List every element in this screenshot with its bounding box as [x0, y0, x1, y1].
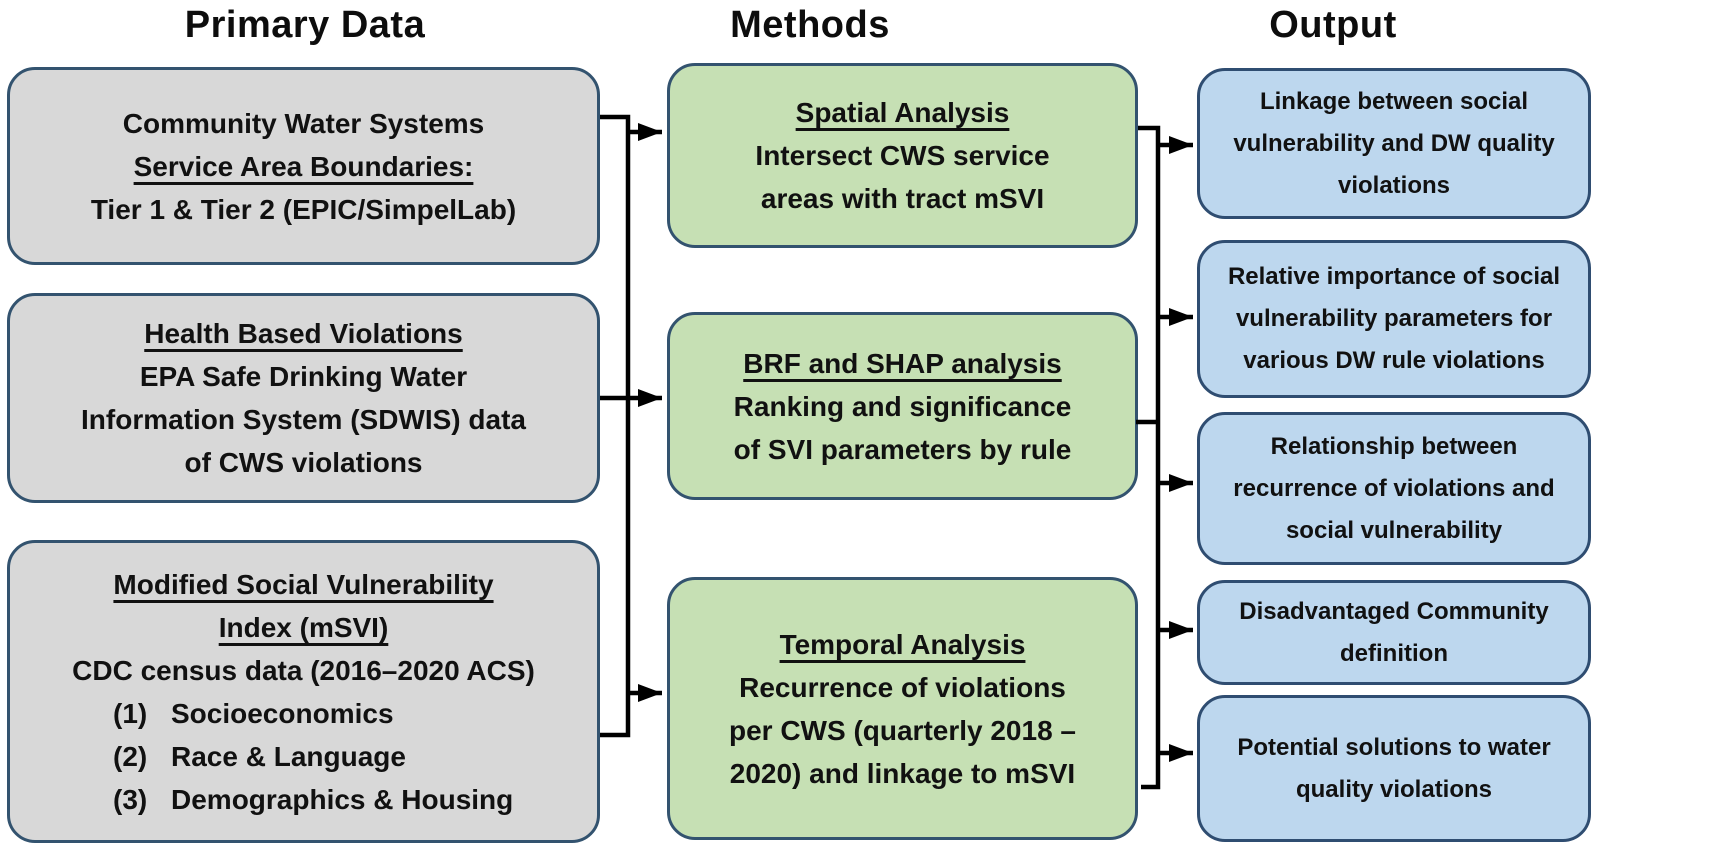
methods-box-temporal-analysis: Temporal Analysis Recurrence of violatio… — [667, 577, 1138, 840]
box-line: Service Area Boundaries: — [133, 150, 474, 182]
box-line: definition — [1340, 639, 1448, 667]
msvi-list-item: (2) Race & Language — [18, 735, 589, 778]
box-line: EPA Safe Drinking Water — [139, 361, 468, 392]
box-line: Community Water Systems — [122, 107, 485, 139]
column-header-methods: Methods — [730, 4, 890, 46]
box-line: social vulnerability — [1285, 516, 1503, 544]
column-header-primary-data: Primary Data — [184, 4, 426, 46]
box-line: BRF and SHAP analysis — [743, 347, 1062, 379]
primary-box-cws-service-area-boundaries: Community Water Systems Service Area Bou… — [7, 67, 600, 265]
box-line: Linkage between social — [1259, 87, 1529, 115]
box-line: Relative importance of social — [1227, 263, 1561, 290]
primary-box-health-based-violations: Health Based Violations EPA Safe Drinkin… — [7, 293, 600, 503]
box-line: vulnerability parameters for — [1235, 305, 1553, 332]
box-line: Health Based Violations — [144, 318, 463, 349]
box-line: vulnerability and DW quality — [1233, 129, 1555, 157]
box-line: various DW rule violations — [1243, 347, 1545, 374]
box-line: violations — [1337, 171, 1451, 199]
box-line: Modified Social Vulnerability — [113, 568, 494, 600]
box-line: Tier 1 & Tier 2 (EPIC/SimpelLab) — [90, 193, 517, 225]
box-line: Intersect CWS service — [755, 140, 1050, 171]
list-number: (2) — [113, 740, 148, 772]
list-label: Demographics & Housing — [171, 783, 514, 815]
box-line: Spatial Analysis — [795, 97, 1010, 128]
connector-primary-spine — [600, 114, 631, 738]
box-line: Temporal Analysis — [779, 628, 1026, 660]
connector-methods-spine — [1138, 125, 1161, 790]
box-line: areas with tract mSVI — [760, 183, 1045, 214]
output-box-potential-solutions: Potential solutions to water quality vio… — [1197, 695, 1591, 842]
output-box-linkage: Linkage between social vulnerability and… — [1197, 68, 1591, 219]
box-line: Potential solutions to water — [1237, 733, 1551, 761]
box-line: of SVI parameters by rule — [733, 433, 1072, 465]
msvi-list-item: (1) Socioeconomics — [18, 692, 589, 735]
box-line: CDC census data (2016–2020 ACS) — [72, 654, 535, 686]
primary-box-modified-svi: Modified Social Vulnerability Index (mSV… — [7, 540, 600, 843]
msvi-list-item: (3) Demographics & Housing — [18, 778, 589, 821]
box-line: Disadvantaged Community — [1239, 597, 1549, 625]
list-label: Socioeconomics — [171, 697, 394, 729]
box-line: Ranking and significance — [733, 390, 1072, 422]
box-line: per CWS (quarterly 2018 – — [728, 714, 1077, 746]
output-box-relative-importance: Relative importance of social vulnerabil… — [1197, 240, 1591, 398]
box-line: Index (mSVI) — [218, 611, 389, 643]
output-box-disadvantaged-community: Disadvantaged Community definition — [1197, 580, 1591, 685]
list-number: (1) — [113, 697, 148, 729]
box-line: recurrence of violations and — [1233, 474, 1555, 502]
methods-box-brf-shap-analysis: BRF and SHAP analysis Ranking and signif… — [667, 312, 1138, 500]
box-line: Information System (SDWIS) data — [81, 404, 526, 435]
box-line: of CWS violations — [184, 447, 423, 478]
column-header-output: Output — [1269, 4, 1397, 46]
methods-box-spatial-analysis: Spatial Analysis Intersect CWS service a… — [667, 63, 1138, 248]
output-box-recurrence-relationship: Relationship between recurrence of viola… — [1197, 412, 1591, 565]
box-line: Relationship between — [1270, 432, 1518, 460]
box-line: 2020) and linkage to mSVI — [729, 757, 1076, 789]
box-line: quality violations — [1295, 775, 1493, 803]
list-number: (3) — [113, 783, 148, 815]
list-label: Race & Language — [171, 740, 406, 772]
box-line: Recurrence of violations — [739, 671, 1066, 703]
